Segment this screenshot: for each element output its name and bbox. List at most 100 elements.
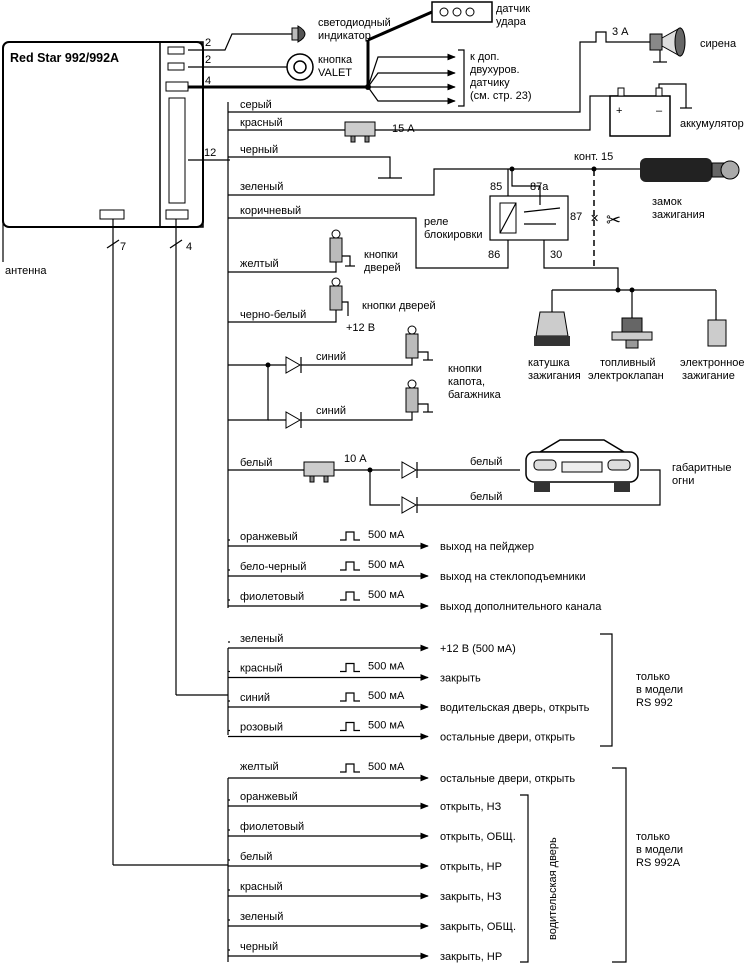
output-destination: +12 В (500 мА) <box>440 643 516 655</box>
conn-count-main: 12 <box>204 147 216 159</box>
svg-text:двухуров.: двухуров. <box>470 64 520 76</box>
hood-label-2: капота, <box>448 376 485 388</box>
battery-label: аккумулятор <box>680 118 744 130</box>
coil-label-2: зажигания <box>528 370 581 382</box>
siren-fuse: 3 А <box>612 26 629 38</box>
fuse-15-label: 15 А <box>392 123 415 135</box>
relay-pin-87: 87 <box>570 211 582 223</box>
svg-text:электронное: электронное <box>680 357 745 369</box>
output-current: 500 мА <box>368 720 405 732</box>
output-destination: остальные двери, открыть <box>440 773 575 785</box>
outputs-group-c: желтый 500 мА остальные двери, открыть оран… <box>228 761 575 963</box>
valet-label-2: VALET <box>318 67 352 79</box>
group-c-note-2: в модели <box>636 844 683 856</box>
output-wire-color: зеленый <box>240 633 283 645</box>
group-c-side-label: водительская дверь <box>547 837 559 940</box>
car-front-icon <box>525 439 639 492</box>
door-button-icon-1 <box>329 229 355 267</box>
output-wire-color: желтый <box>240 761 279 773</box>
wire-blue-2: синий <box>316 405 346 417</box>
svg-text:электроклапан: электроклапан <box>588 370 664 382</box>
led-indicator-icon <box>291 25 306 43</box>
output-wire-color: оранжевый <box>240 531 298 543</box>
svg-text:кнопка: кнопка <box>318 54 353 66</box>
valet-label-1: кнопка <box>318 54 353 66</box>
svg-text:только: только <box>636 671 670 683</box>
extra-sensor-2: двухуров. <box>470 64 520 76</box>
output-destination: открыть, НР <box>440 861 502 873</box>
svg-text:в модели: в модели <box>636 684 683 696</box>
svg-text:(см. стр. 23): (см. стр. 23) <box>470 90 532 102</box>
fuel-valve-icon <box>611 317 653 349</box>
conn-count-left: 7 <box>120 241 126 253</box>
pulse-symbol-icon <box>340 721 360 732</box>
siren-label: сирена <box>700 38 737 50</box>
relay-pin-30: 30 <box>550 249 562 261</box>
wire-white: белый <box>240 457 272 469</box>
group-b-note-2: в модели <box>636 684 683 696</box>
antenna-label: антенна <box>5 265 47 277</box>
svg-text:катушка: катушка <box>528 357 570 369</box>
output-destination: выход на пейджер <box>440 541 534 553</box>
conn-count-right: 4 <box>186 241 192 253</box>
led-label-2: индикатор <box>318 30 371 42</box>
cut-mark: ✕ <box>590 213 599 225</box>
svg-text:габаритные: габаритные <box>672 462 731 474</box>
relay-label-2: блокировки <box>424 229 482 241</box>
conn-count-led: 2 <box>205 37 211 49</box>
parking-label-2: огни <box>672 475 694 487</box>
wire-brown: коричневый <box>240 205 301 217</box>
output-wire-color: синий <box>240 692 270 704</box>
wire-white-b: белый <box>470 491 502 503</box>
fuel-label-1: топливный <box>600 357 656 369</box>
pulse-symbol-icon <box>340 531 360 541</box>
svg-text:реле: реле <box>424 216 448 228</box>
wire-black-white: черно-белый <box>240 309 306 321</box>
svg-text:светодиодный: светодиодный <box>318 17 391 29</box>
hood-label-1: кнопки <box>448 363 482 375</box>
output-current: 500 мА <box>368 761 405 773</box>
relay-pin-86: 86 <box>488 249 500 261</box>
valet-button-icon <box>286 53 314 81</box>
svg-text:только: только <box>636 831 670 843</box>
unit-title: Red Star 992/992A <box>10 51 119 65</box>
output-current: 500 мА <box>368 529 405 541</box>
shock-label-1: датчик <box>496 3 530 15</box>
elec-label-2: зажигание <box>682 370 735 382</box>
hood-label-3: багажника <box>448 389 502 401</box>
output-wire-color: красный <box>240 881 283 893</box>
battery-plus: + <box>616 105 622 117</box>
wire-blue-1: синий <box>316 351 346 363</box>
output-wire-color: черный <box>240 941 278 953</box>
svg-text:RS 992A: RS 992A <box>636 857 681 869</box>
relay-pin-85: 85 <box>490 181 502 193</box>
plus12-label: +12 В <box>346 322 375 334</box>
pulse-symbol-icon <box>340 591 360 601</box>
output-current: 500 мА <box>368 690 405 702</box>
output-wire-color: белый <box>240 851 272 863</box>
fuel-label-2: электроклапан <box>588 370 664 382</box>
group-b-note-1: только <box>636 671 670 683</box>
output-destination: закрыть, ОБЩ. <box>440 921 516 933</box>
output-destination: выход дополнительного канала <box>440 601 602 613</box>
svg-text:замок: замок <box>652 196 682 208</box>
doors1-label-2: дверей <box>364 262 401 274</box>
output-wire-color: оранжевый <box>240 791 298 803</box>
output-current: 500 мА <box>368 589 405 601</box>
svg-text:зажигания: зажигания <box>528 370 581 382</box>
extra-sensor-3: датчику <box>470 77 510 89</box>
pulse-symbol-icon <box>340 561 360 571</box>
doors2-label: кнопки дверей <box>362 300 436 312</box>
door-button-icon-2 <box>329 277 349 316</box>
wire-gray: серый <box>240 99 272 111</box>
svg-text:огни: огни <box>672 475 694 487</box>
parking-label-1: габаритные <box>672 462 731 474</box>
svg-text:кнопки: кнопки <box>364 249 398 261</box>
output-wire-color: зеленый <box>240 911 283 923</box>
output-current: 500 мА <box>368 661 405 673</box>
ignition-lock-2: зажигания <box>652 209 705 221</box>
output-wire-color: фиолетовый <box>240 591 304 603</box>
shock-sensor-icon <box>431 1 493 23</box>
